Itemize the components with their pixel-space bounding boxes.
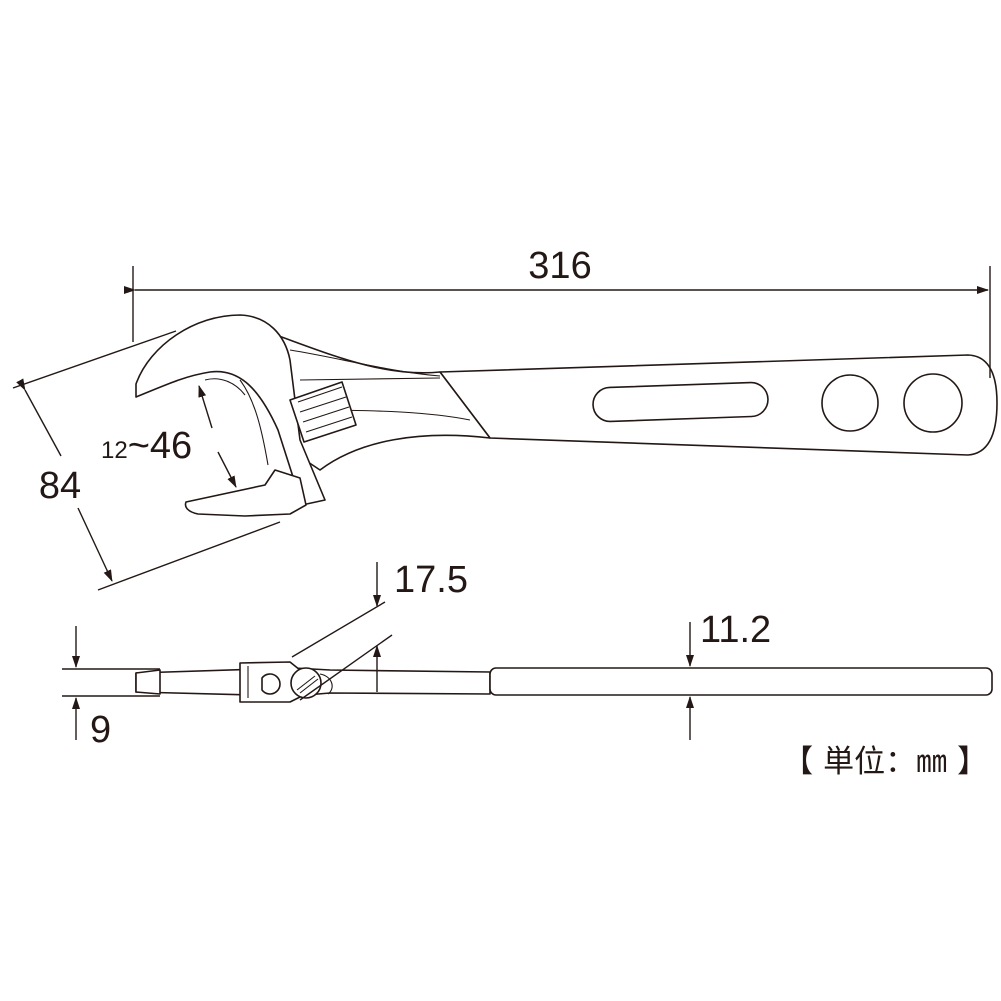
head-width-label: 84 <box>39 465 81 507</box>
wrench-side-view <box>135 661 993 703</box>
dim-overall-length: 316 <box>124 245 991 378</box>
wrench-top-view <box>135 314 998 517</box>
handle-slot <box>592 381 769 423</box>
head-thickness-label: 17.5 <box>394 559 468 601</box>
handle-thickness-label: 11.2 <box>700 609 771 651</box>
wrench-fixed-jaw <box>135 314 326 506</box>
jaw-thickness-label: 9 <box>90 709 111 751</box>
jaw-capacity-range: ~46 <box>128 425 192 467</box>
jaw-capacity-min: 12 <box>101 437 128 464</box>
handle-hole-1 <box>821 374 879 432</box>
dim-head-thickness: 17.5 <box>291 559 468 701</box>
worm-gear <box>289 381 357 443</box>
dim-handle-thickness: 11.2 <box>686 609 771 740</box>
jaw-capacity-label: 12~46 <box>101 425 192 467</box>
dim-jaw-thickness: 9 <box>62 626 160 751</box>
wrench-movable-jaw <box>184 469 307 517</box>
dim-jaw-capacity: 12~46 <box>101 385 237 488</box>
unit-label: 【 単位：㎜ 】 <box>782 744 988 780</box>
dim-head-width: 84 <box>12 330 281 591</box>
side-handle <box>489 667 993 696</box>
overall-length-label: 316 <box>528 245 591 287</box>
handle-hole-2 <box>903 373 963 433</box>
